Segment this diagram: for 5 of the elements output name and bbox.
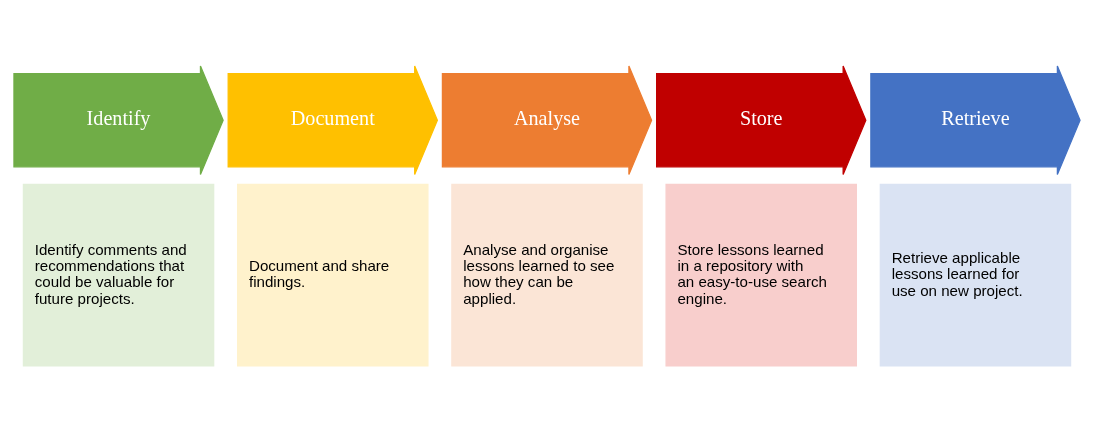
node-box: Store lessons learned in a repository with an easy-to-use search engine. [665,183,857,367]
node-box: Retrieve applicable lessons learned for use on new project. [879,183,1072,367]
node-box: Analyse and organise lessons learned to see how they can be applied. [451,183,643,367]
node-box: Document and share findings. [237,183,429,367]
node-box: Identify comments and recommendations that could be valuable for future projects. [22,183,215,367]
